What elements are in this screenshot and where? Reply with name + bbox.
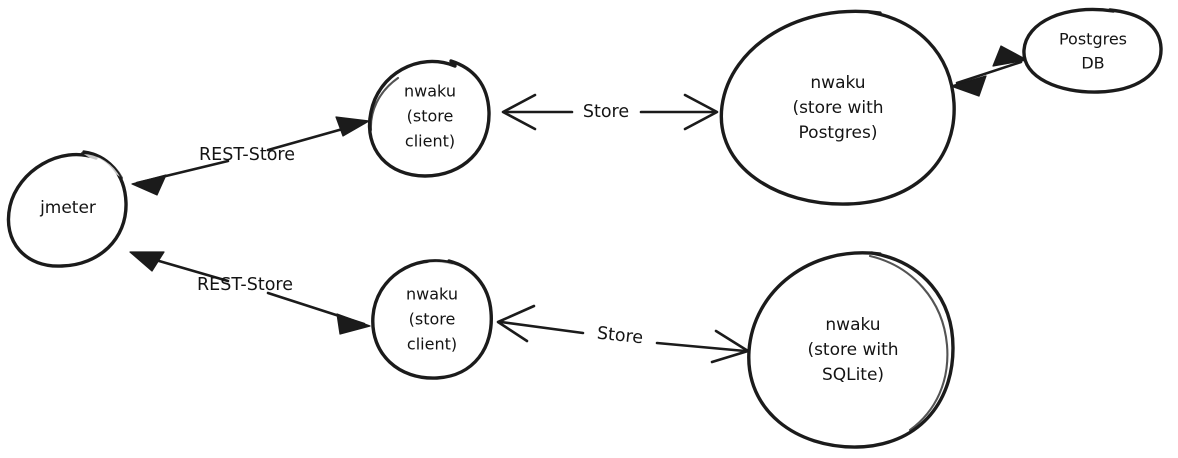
node-nwaku-sqlite-label-line-3: SQLite) [822,365,884,385]
node-postgres-db-label-line-2: DB [1081,54,1104,73]
arrowhead-toward-nwaku-postgres-db [950,75,987,97]
node-nwaku-sqlite[interactable]: nwaku (store with SQLite) [747,251,955,449]
node-store-client-top-label-line-1: nwaku [404,82,456,101]
edge-jmeter-to-store-client-top: REST-Store [131,116,370,196]
edge-label-rest-store-top: REST-Store [199,145,295,165]
arrowhead-toward-store-client-top [335,116,370,137]
node-nwaku-postgres-label-line-2: (store with [792,98,883,118]
arrowhead-toward-jmeter-top [131,174,167,196]
node-postgres-db-outline [1022,7,1163,94]
node-store-client-bottom[interactable]: nwaku (store client) [371,259,493,380]
node-store-client-top-outline [367,59,491,178]
node-store-client-bottom-label-line-1: nwaku [406,285,458,304]
arrowhead-toward-nwaku-postgres [683,93,719,131]
node-store-client-top[interactable]: nwaku (store client) [367,59,491,178]
node-postgres-db-label-line-1: Postgres [1059,30,1127,49]
node-store-client-top-label-line-3: client) [405,132,455,151]
edge-line-store-bottom [499,320,747,353]
edge-jmeter-to-store-client-bottom: REST-Store [129,251,371,335]
arrowhead-toward-postgres-db [992,45,1028,67]
arrowhead-toward-store-client-bottom-store [496,304,536,343]
arrowhead-toward-store-client-bottom [336,313,371,335]
node-store-client-bottom-label-line-2: (store [409,310,456,329]
arrowhead-toward-store-client-top-store [501,93,537,131]
node-store-client-bottom-overstroke [422,259,470,272]
node-nwaku-sqlite-label-line-2: (store with [807,340,898,360]
node-nwaku-postgres[interactable]: nwaku (store with Postgres) [719,9,956,206]
edge-store-bottom: Store [496,304,750,364]
arrowhead-toward-nwaku-sqlite [710,329,750,364]
node-nwaku-sqlite-overstroke [868,254,949,432]
node-jmeter-outline-overstroke [80,151,124,180]
node-nwaku-postgres-label-line-3: Postgres) [799,123,878,143]
node-store-client-bottom-label-line-3: client) [407,335,457,354]
node-store-client-top-overstroke [369,76,400,132]
node-nwaku-postgres-label-line-1: nwaku [810,73,865,93]
node-jmeter[interactable]: jmeter [6,150,128,268]
node-nwaku-postgres-outline [719,9,956,206]
node-nwaku-sqlite-label-line-1: nwaku [825,315,880,335]
edge-label-rest-store-bottom: REST-Store [197,275,293,295]
edge-label-store-bottom: Store [596,324,644,349]
edge-postgres-node-to-postgres-db [950,45,1028,97]
arrowhead-toward-jmeter-bottom [129,251,165,272]
node-jmeter-outline [6,150,128,268]
edge-line-postgres-db [955,60,1023,85]
node-store-client-top-label-line-2: (store [407,107,454,126]
node-postgres-db[interactable]: Postgres DB [1022,7,1163,94]
node-store-client-bottom-outline [371,259,493,380]
edge-store-top: Store [501,93,719,131]
node-jmeter-label-line-1: jmeter [39,198,96,218]
edge-label-store-top: Store [583,102,629,122]
